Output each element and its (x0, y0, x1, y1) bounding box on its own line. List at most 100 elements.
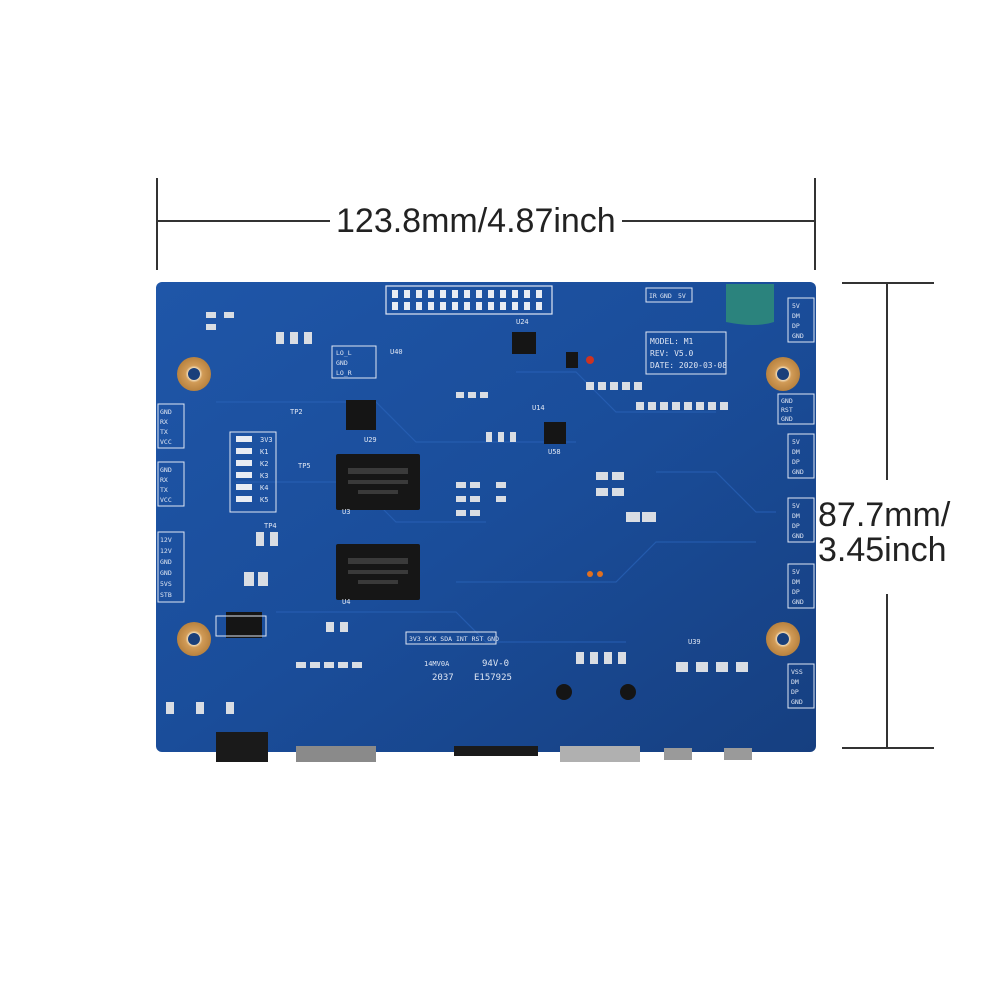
chip-label-u58: U58 (548, 448, 561, 456)
led-orange-2 (597, 571, 603, 577)
chip-label-tp5: TP5 (298, 462, 311, 470)
date-label: DATE: 2020-03-08 (650, 361, 727, 370)
svg-text:VSS: VSS (791, 668, 803, 676)
svg-text:K1: K1 (260, 448, 268, 456)
height-dim-label-line2: 3.45inch (818, 531, 947, 569)
memory-chip-u4 (336, 544, 420, 600)
svg-text:GND: GND (792, 532, 804, 540)
chip-label-u14: U14 (532, 404, 545, 412)
audio-label-lor: LO_R (336, 369, 352, 377)
height-dim-bottom-tick (842, 747, 934, 749)
width-dim-label: 123.8mm/4.87inch (330, 203, 622, 239)
svg-text:GND: GND (792, 468, 804, 476)
smd-components (166, 312, 748, 714)
rev-label: REV: V5.0 (650, 349, 694, 358)
uart-header-1: GND RX TX VCC (157, 403, 185, 449)
bottom-connectors (216, 732, 752, 762)
svg-text:GND: GND (792, 332, 804, 340)
width-dim-right-tick (814, 178, 816, 270)
svg-text:5V: 5V (792, 438, 800, 446)
svg-text:5V: 5V (678, 292, 686, 300)
ir-header: IR GND 5V (645, 287, 693, 303)
pcb-board: MODEL: M1 REV: V5.0 DATE: 2020-03-08 3V3… (156, 282, 816, 762)
led-red (586, 356, 594, 364)
svg-text:GND: GND (160, 558, 172, 566)
led-orange-1 (587, 571, 593, 577)
cert-small-label: 14MV0A (424, 660, 450, 668)
mounting-holes (177, 357, 800, 656)
height-dim-line-lower (886, 594, 888, 748)
svg-text:GND: GND (792, 598, 804, 606)
svg-text:DP: DP (792, 322, 800, 330)
chip-label-tp2: TP2 (290, 408, 303, 416)
svg-text:GND: GND (160, 408, 172, 416)
svg-text:VCC: VCC (160, 438, 172, 446)
svg-text:5V: 5V (792, 568, 800, 576)
svg-text:12V: 12V (160, 536, 172, 544)
svg-text:K4: K4 (260, 484, 268, 492)
svg-text:RST: RST (781, 406, 793, 414)
pcb-traces (216, 371, 776, 643)
top-pin-header (385, 285, 553, 315)
svg-text:K2: K2 (260, 460, 268, 468)
pcb-substrate (156, 282, 816, 752)
svg-text:DM: DM (792, 578, 800, 586)
date-code-label: 2037 (432, 673, 454, 683)
uart-header-2: GND RX TX VCC (157, 461, 185, 507)
height-dim-line-upper (886, 282, 888, 480)
audio-label-gnd: GND (336, 359, 348, 367)
svg-text:DM: DM (792, 512, 800, 520)
svg-text:GND: GND (660, 292, 672, 300)
connector-strip-label: 3V3 SCK SDA INT RST GND (409, 635, 499, 643)
usb-header-4: 5V DM DP GND (787, 563, 815, 609)
chip-label-tp4: TP4 (264, 522, 277, 530)
svg-text:DP: DP (791, 688, 799, 696)
chip-label-u39: U39 (688, 638, 701, 646)
svg-text:STB: STB (160, 591, 172, 599)
height-dim-top-tick (842, 282, 934, 284)
svg-text:GND: GND (781, 415, 793, 423)
svg-text:3V3: 3V3 (260, 436, 273, 444)
width-dim-left-tick (156, 178, 158, 270)
svg-text:5VS: 5VS (160, 580, 172, 588)
chip-label-u3: U3 (342, 508, 350, 516)
audio-label-lol: LO_L (336, 349, 352, 357)
chip-label-u29: U29 (364, 436, 377, 444)
svg-text:VCC: VCC (160, 496, 172, 504)
svg-text:IR: IR (649, 292, 657, 300)
memory-chip-u3 (336, 454, 420, 510)
usb-header-5: VSS DM DP GND (787, 663, 815, 709)
svg-text:TX: TX (160, 486, 168, 494)
svg-text:DM: DM (792, 448, 800, 456)
svg-text:GND: GND (160, 466, 172, 474)
usb-header-3: 5V DM DP GND (787, 497, 815, 543)
svg-text:DP: DP (792, 588, 800, 596)
transistors (556, 684, 636, 700)
height-dim-label-line1: 87.7mm/ (818, 496, 951, 534)
svg-text:5V: 5V (792, 302, 800, 310)
reset-header: GND RST GND (777, 393, 815, 425)
svg-text:GND: GND (160, 569, 172, 577)
usb-header-1: 5V DM DP GND (787, 297, 815, 343)
cert-mark-label: 94V-0 (482, 659, 509, 669)
cert-code-label: E157925 (474, 673, 512, 683)
key-pin-header: 3V3 K1 K2 K3 K4 K5 (229, 431, 277, 513)
svg-text:GND: GND (791, 698, 803, 706)
svg-text:DP: DP (792, 522, 800, 530)
svg-text:DP: DP (792, 458, 800, 466)
pcb-green-patch (726, 284, 774, 325)
svg-text:TX: TX (160, 428, 168, 436)
chip-label-u24: U24 (516, 318, 529, 326)
svg-text:5V: 5V (792, 502, 800, 510)
power-header: 12V 12V GND GND 5VS STB (157, 531, 185, 603)
svg-text:RX: RX (160, 476, 168, 484)
svg-text:DM: DM (792, 312, 800, 320)
model-label: MODEL: M1 (650, 337, 694, 346)
usb-header-2: 5V DM DP GND (787, 433, 815, 479)
svg-text:RX: RX (160, 418, 168, 426)
svg-text:GND: GND (781, 397, 793, 405)
chip-label-u4: U4 (342, 598, 350, 606)
svg-text:12V: 12V (160, 547, 172, 555)
svg-text:DM: DM (791, 678, 799, 686)
chip-label-u40: U40 (390, 348, 403, 356)
